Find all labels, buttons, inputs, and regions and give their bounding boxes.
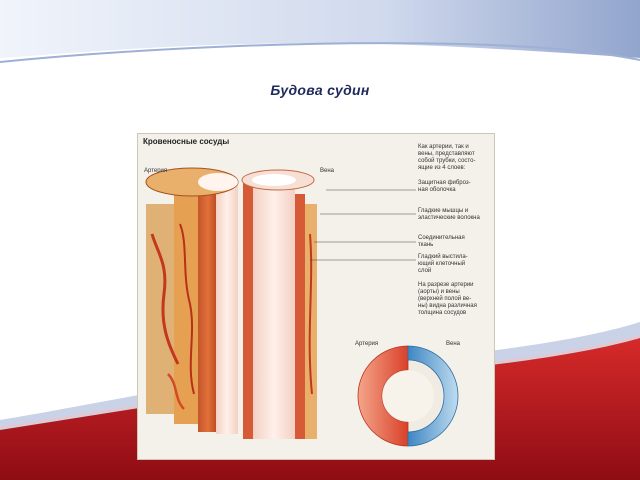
top-swoosh-line xyxy=(0,42,640,63)
callout-fibrous: Защитная фиброз- ная оболочка xyxy=(418,180,471,194)
callout-line: ткань xyxy=(418,242,434,248)
slide-title: Будова судин xyxy=(270,82,370,98)
intro-line: ящие из 4 слоев: xyxy=(418,165,466,171)
artery-cylinder xyxy=(145,167,239,434)
label-vein: Вена xyxy=(320,168,334,174)
figure-title: Кровеносные сосуды xyxy=(143,137,230,146)
callout-muscle: Гладкие мышцы и эластические волокна xyxy=(418,208,480,222)
note-line: (аорты) и вены xyxy=(418,289,460,295)
callout-endothelium: Гладкий выстила- ющий клеточный слой xyxy=(418,254,468,275)
callout-line: эластические волокна xyxy=(418,215,480,221)
callout-line: слой xyxy=(418,268,432,274)
note-line: На разрезе артерии xyxy=(418,282,474,288)
callout-line: ющий клеточный xyxy=(418,261,466,267)
note-line: ны) видна различная xyxy=(418,303,477,309)
label-artery: Артерия xyxy=(144,168,168,174)
vessel-illustration xyxy=(145,167,459,447)
callout-lines xyxy=(310,189,416,261)
intro-line: Как артерии, так и xyxy=(418,144,469,150)
intro-text: Как артерии, так и вены, представляют со… xyxy=(418,144,475,172)
callout-line: Гладкий выстила- xyxy=(418,254,468,260)
callout-connective: Соединительная ткань xyxy=(418,235,465,249)
cross-label-artery: Артерия xyxy=(355,341,379,347)
callout-line: Защитная фиброз- xyxy=(418,180,471,186)
intro-line: собой трубки, состо- xyxy=(418,158,476,164)
blood-vessels-figure: Кровеносные сосуды Артерия Вена Как арте… xyxy=(137,133,495,460)
vein-cylinder xyxy=(241,169,317,439)
cross-label-vein: Вена xyxy=(446,341,460,347)
top-swoosh xyxy=(0,0,640,58)
intro-line: вены, представляют xyxy=(418,151,475,157)
note-line: (верхней полой ве- xyxy=(418,296,472,302)
cross-section xyxy=(357,345,459,447)
callout-line: ная оболочка xyxy=(418,187,456,193)
note-line: толщина сосудов xyxy=(418,310,467,316)
section-note: На разрезе артерии (аорты) и вены (верхн… xyxy=(418,282,477,317)
callout-line: Гладкие мышцы и xyxy=(418,208,469,214)
callout-line: Соединительная xyxy=(418,235,465,241)
